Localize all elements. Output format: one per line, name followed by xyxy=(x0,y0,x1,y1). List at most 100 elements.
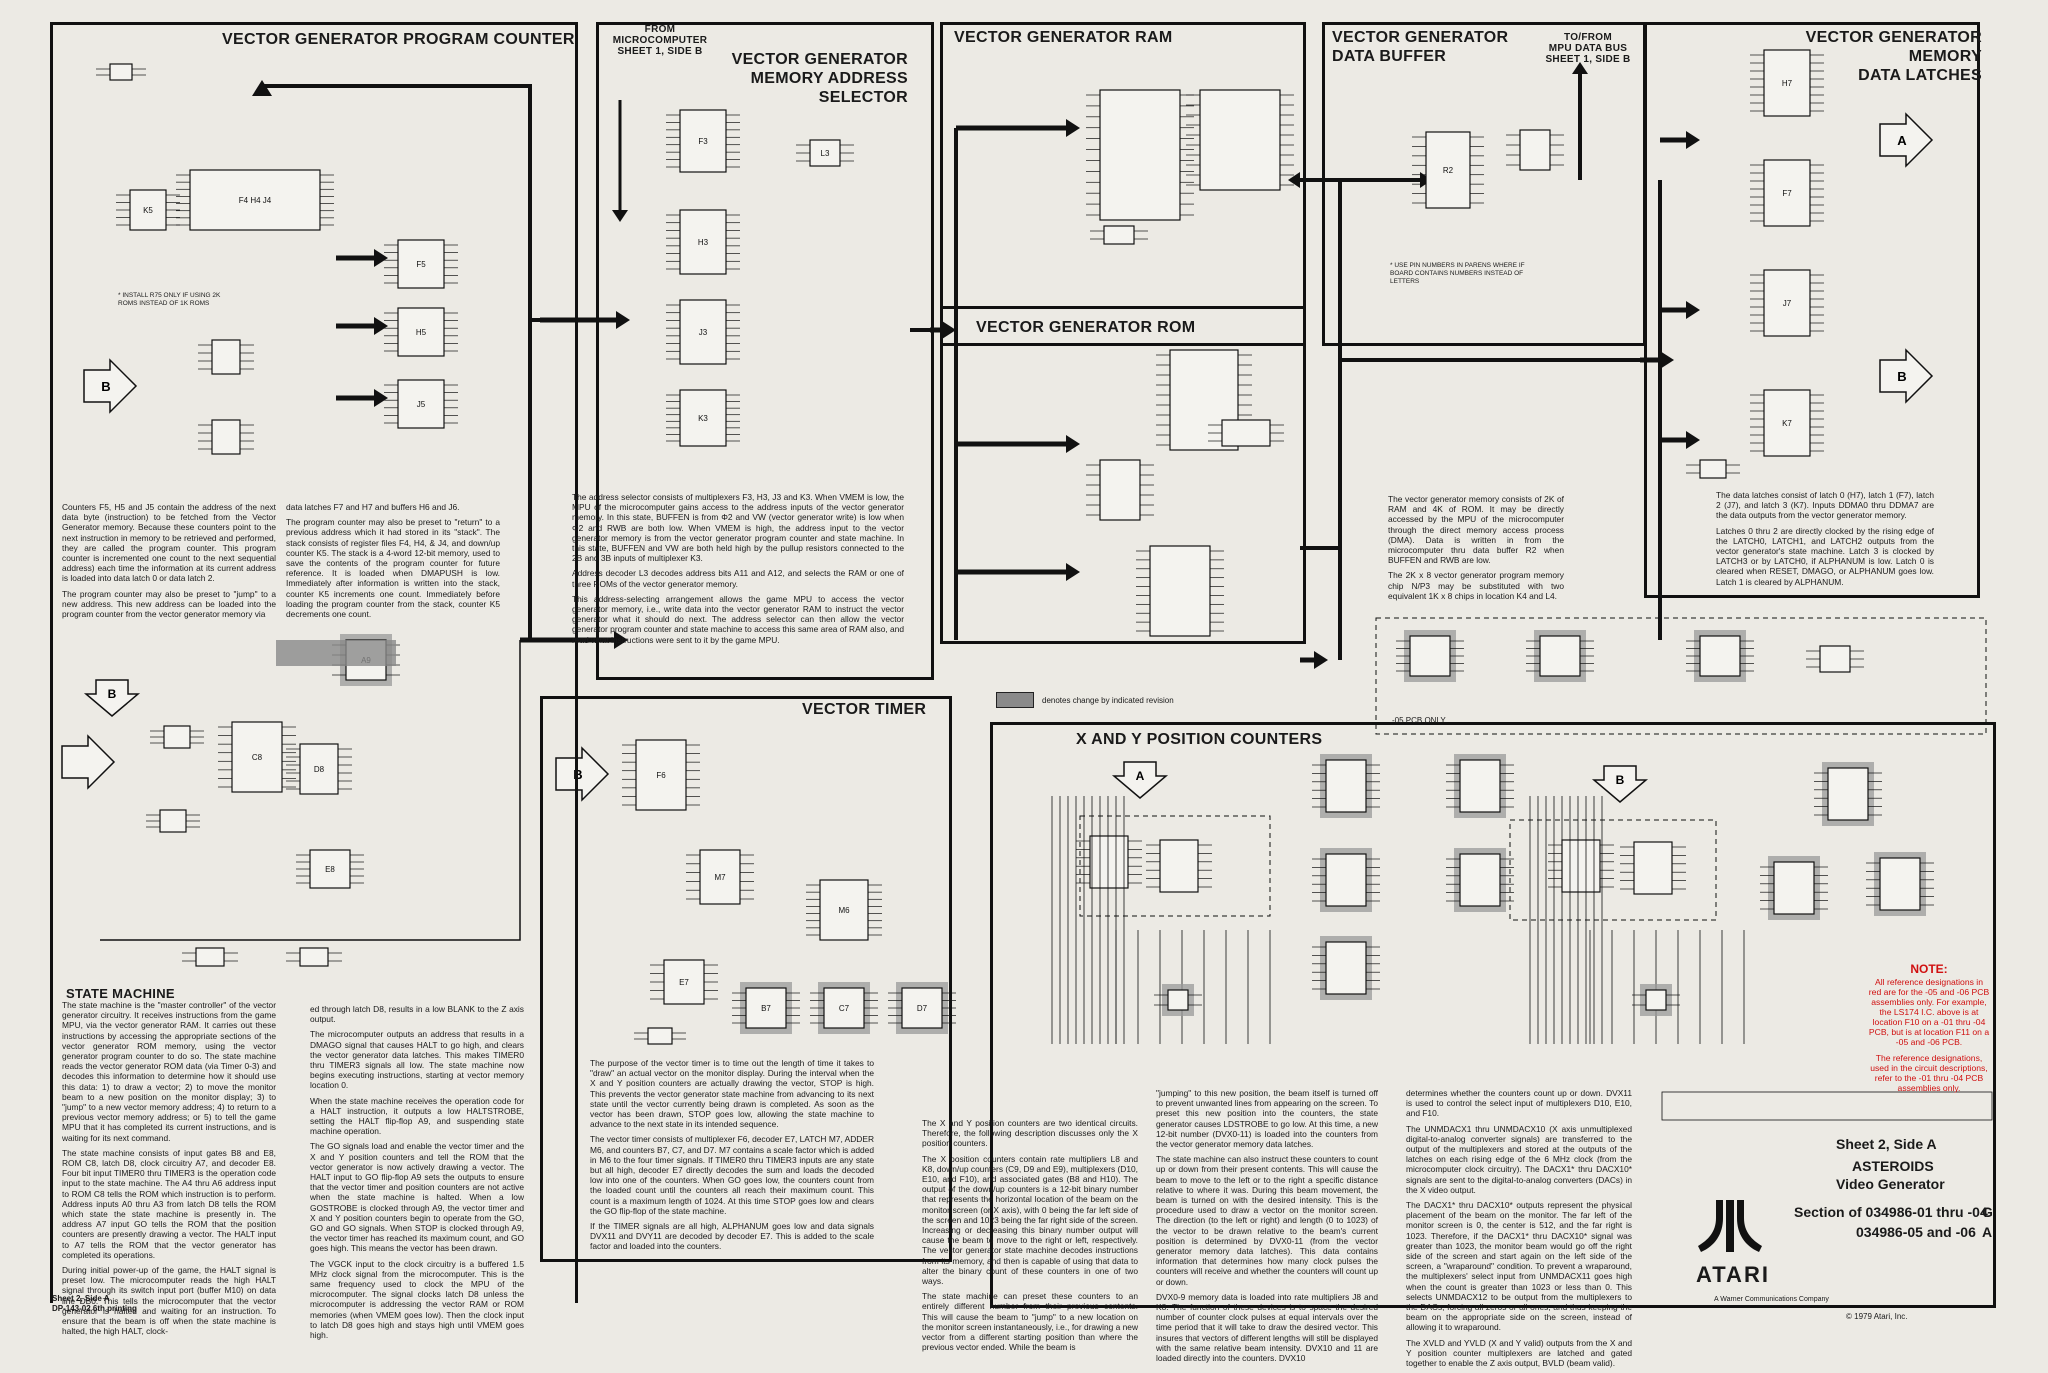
pcb-only-chip-2 xyxy=(1539,635,1581,677)
timer-panel xyxy=(540,696,952,1262)
xy3-p4: The XVLD and YVLD (X and Y valid) output… xyxy=(1406,1337,1632,1369)
chip-label: C8 xyxy=(252,753,263,762)
counter-x-1 xyxy=(1325,759,1367,813)
state-bus-line xyxy=(100,640,521,941)
mux-f3 xyxy=(679,109,727,173)
decoder-l3 xyxy=(809,139,841,167)
ram-panel xyxy=(940,22,1306,346)
latch-j7 xyxy=(1763,269,1811,337)
tofrom-line2: MPU DATA BUS xyxy=(1548,43,1628,54)
state-right-p4: The GO signals load and enable the vecto… xyxy=(310,1141,524,1254)
connector-a-xy xyxy=(1111,761,1169,799)
arrow-head xyxy=(374,389,388,407)
mas-description: The address selector consists of multipl… xyxy=(572,492,904,650)
rom-panel xyxy=(940,306,1306,644)
xy-panel xyxy=(990,722,1996,1308)
connector-letter: B xyxy=(101,379,110,394)
buffer-panel xyxy=(1322,22,1646,346)
counter-y-2 xyxy=(1773,861,1815,915)
rom-p1: The vector generator memory consists of … xyxy=(1388,494,1564,566)
arrow-head xyxy=(1314,651,1328,669)
atari-fuji-icon xyxy=(1698,1200,1762,1252)
chip-label: K3 xyxy=(698,414,708,423)
timer-gate xyxy=(647,1027,673,1045)
rate-mult-y2 xyxy=(1633,841,1673,895)
state-description-left: The state machine is the "master control… xyxy=(62,1000,276,1342)
connector-state-input xyxy=(61,734,116,790)
chip-label: M7 xyxy=(714,873,726,882)
chip-label: C7 xyxy=(839,1004,850,1013)
ram-title: VECTOR GENERATOR RAM xyxy=(954,29,1173,46)
latch-f7 xyxy=(1763,159,1811,227)
tofrom-line3: SHEET 1, SIDE B xyxy=(1545,54,1631,65)
decoder-e8 xyxy=(309,849,351,889)
xy1-p2: The X position counters contain rate mul… xyxy=(922,1153,1138,1287)
mux-x-1 xyxy=(1459,759,1501,813)
atari-wordmark: ATARI xyxy=(1696,1262,1770,1287)
xy2-p2: The state machine can also instruct thes… xyxy=(1156,1154,1378,1287)
latches-title: VECTOR GENERATOR MEMORY DATA LATCHES xyxy=(1760,28,1982,85)
connector-b-xy xyxy=(1591,765,1649,803)
latches-panel xyxy=(1644,22,1980,598)
pcb-only-chip-3 xyxy=(1699,635,1741,677)
latches-description: The data latches consist of latch 0 (H7)… xyxy=(1716,490,1934,592)
state-machine-title: STATE MACHINE xyxy=(66,986,175,1001)
mux-j3 xyxy=(679,299,727,365)
connector-letter: B xyxy=(573,767,582,782)
chip-label: E7 xyxy=(679,978,689,987)
counter-chip-j5 xyxy=(397,379,445,429)
timer-p2: The vector timer consists of multiplexer… xyxy=(590,1134,874,1216)
revision-legend: denotes change by indicated revision xyxy=(996,692,1174,708)
title-sub: Video Generator xyxy=(1836,1176,1945,1192)
program-counter-panel xyxy=(50,22,578,1303)
from-line1: FROM xyxy=(644,24,676,35)
chip-label: M6 xyxy=(838,906,850,915)
chip-label: H7 xyxy=(1782,79,1793,88)
note-p1: All reference designations in red are fo… xyxy=(1868,977,1990,1047)
mas-line2: MEMORY ADDRESS SELECTOR xyxy=(750,70,908,106)
rom-description: The vector generator memory consists of … xyxy=(1388,494,1564,606)
state-left-p2: The state machine consists of input gate… xyxy=(62,1147,276,1260)
arrow-head xyxy=(252,80,272,96)
buffer-gate xyxy=(1519,129,1551,171)
arrow-head xyxy=(942,321,956,339)
chip-label: H5 xyxy=(416,328,427,337)
state-right-p5: The VGCK input to the clock circuitry is… xyxy=(310,1258,524,1341)
xy-gate-2 xyxy=(1645,989,1667,1011)
revision-shade xyxy=(276,640,396,666)
counter-c7 xyxy=(823,987,865,1029)
ram-chip-1 xyxy=(1099,89,1181,221)
rate-mult-x1 xyxy=(1089,835,1129,889)
state-left-p1: The state machine is the "master control… xyxy=(62,1000,276,1143)
pc-gate xyxy=(109,63,133,81)
ram-chip-2 xyxy=(1199,89,1281,191)
xy3-p1: determines whether the counters count up… xyxy=(1406,1088,1632,1119)
xy1-p1: The X and Y position counters are two id… xyxy=(922,1118,1138,1149)
latch-m7 xyxy=(699,849,741,905)
xy-title: X AND Y POSITION COUNTERS xyxy=(1076,731,1323,748)
arrow-head xyxy=(1686,431,1700,449)
chip-label: D8 xyxy=(314,765,325,774)
address-selector-title: VECTOR GENERATOR MEMORY ADDRESS SELECTOR xyxy=(676,50,908,107)
chip-label: F3 xyxy=(698,137,708,146)
rate-mult-x2 xyxy=(1159,839,1199,893)
arrow-head xyxy=(1288,172,1300,188)
title-game: ASTEROIDS xyxy=(1852,1158,1934,1174)
tofrom-label: TO/FROM MPU DATA BUS SHEET 1, SIDE B xyxy=(1540,32,1636,65)
note-title: NOTE: xyxy=(1910,962,1948,976)
title-block: Sheet 2, Side A ASTEROIDS Video Generato… xyxy=(1696,1136,1996,1321)
warner-text: A Warner Communications Company xyxy=(1714,1296,1829,1303)
connector-letter: A xyxy=(1136,769,1145,783)
arrow-head xyxy=(1066,119,1080,137)
chip-label: R2 xyxy=(1443,166,1454,175)
latches-p1: The data latches consist of latch 0 (H7)… xyxy=(1716,490,1934,521)
mas-p3: This address-selecting arrangement allow… xyxy=(572,593,904,645)
latch-gate xyxy=(1699,459,1727,479)
chip-label: L3 xyxy=(821,149,830,158)
chip-label: H3 xyxy=(698,238,709,247)
timer-description: The purpose of the vector timer is to ti… xyxy=(590,1058,874,1257)
mas-line1: VECTOR GENERATOR xyxy=(731,51,908,68)
counter-x-3 xyxy=(1325,941,1367,995)
mux-x-2 xyxy=(1459,853,1501,907)
pc-left-p1: Counters F5, H5 and J5 contain the addre… xyxy=(62,502,276,584)
